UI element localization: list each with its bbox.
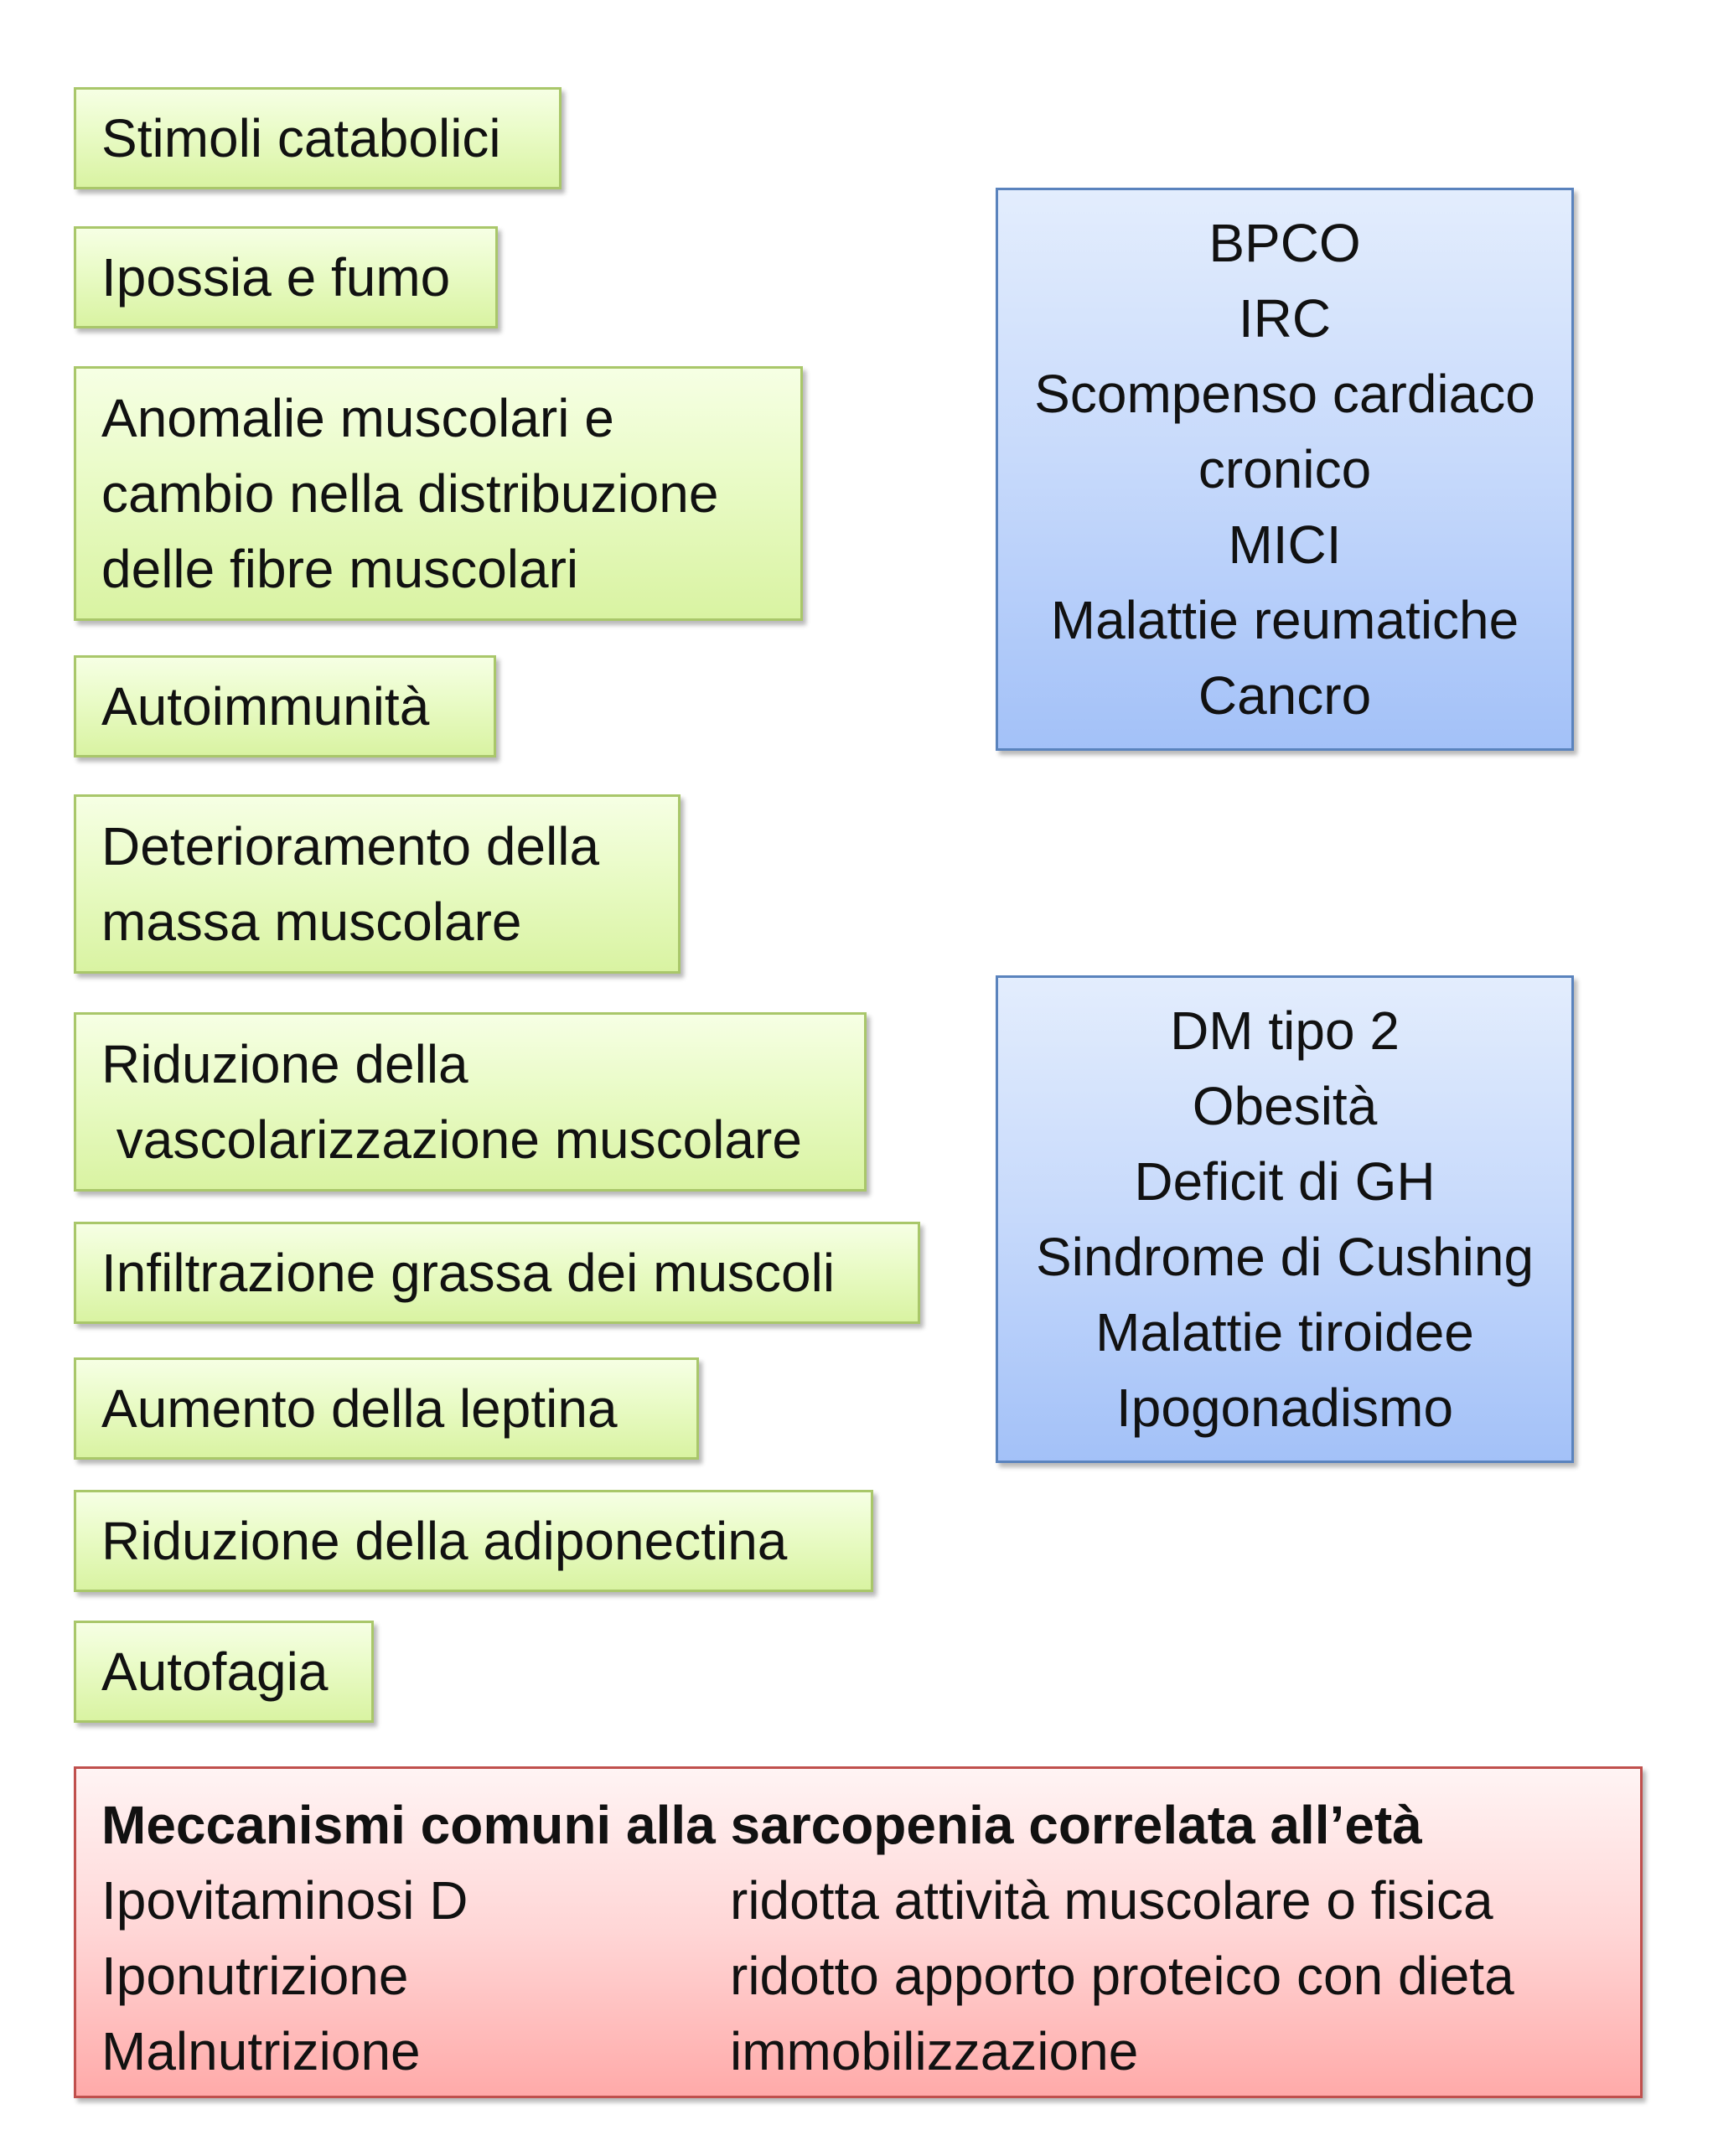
- factor-text: Autoimmunità: [101, 676, 430, 737]
- mechanism-right: immobilizzazione: [730, 2021, 1139, 2081]
- factor-text: Stimoli catabolici: [101, 108, 501, 168]
- disease-text: Sindrome di Cushing: [1035, 1227, 1534, 1287]
- factor-text: cambio nella distribuzione: [101, 463, 719, 524]
- factor-box-autoimmunita: Autoimmunità: [74, 655, 496, 757]
- factor-text: massa muscolare: [101, 892, 522, 952]
- disease-text: Malattie reumatiche: [1050, 590, 1519, 650]
- mechanism-left: Iponutrizione: [101, 1946, 409, 2006]
- mechanism-right: ridotta attività muscolare o fisica: [730, 1870, 1493, 1931]
- factor-text: delle fibre muscolari: [101, 539, 579, 599]
- factor-text: vascolarizzazione muscolare: [101, 1109, 802, 1170]
- disease-text: Obesità: [1192, 1076, 1378, 1136]
- factor-text: Riduzione della: [101, 1034, 468, 1094]
- common-mechanisms-box: Meccanismi comuni alla sarcopenia correl…: [74, 1766, 1643, 2098]
- disease-text: Deficit di GH: [1134, 1151, 1436, 1212]
- disease-box-chronic: BPCO IRC Scompenso cardiaco cronico MICI…: [996, 188, 1574, 751]
- disease-text: Cancro: [1198, 665, 1372, 726]
- factor-text: Aumento della leptina: [101, 1378, 618, 1439]
- disease-text: MICI: [1228, 514, 1342, 575]
- factor-box-deterioramento: Deterioramento della massa muscolare: [74, 794, 681, 974]
- disease-box-endocrine: DM tipo 2 Obesità Deficit di GH Sindrome…: [996, 975, 1574, 1463]
- factor-text: Deterioramento della: [101, 816, 600, 876]
- mechanism-row: Ipovitaminosi D ridotta attività muscola…: [101, 1863, 1615, 1938]
- factor-box-leptina: Aumento della leptina: [74, 1357, 699, 1460]
- disease-text: DM tipo 2: [1170, 1000, 1400, 1061]
- disease-text: IRC: [1238, 288, 1332, 349]
- mechanism-row: Iponutrizione ridotto apporto proteico c…: [101, 1938, 1615, 2014]
- disease-text: Malattie tiroidee: [1095, 1302, 1474, 1362]
- factor-text: Riduzione della adiponectina: [101, 1511, 788, 1571]
- disease-text: Scompenso cardiaco: [1034, 364, 1535, 424]
- disease-text: BPCO: [1208, 213, 1361, 273]
- disease-text: cronico: [1198, 439, 1372, 499]
- factor-box-stimoli-catabolici: Stimoli catabolici: [74, 87, 562, 189]
- factor-box-ipossia-fumo: Ipossia e fumo: [74, 226, 498, 328]
- factor-text: Ipossia e fumo: [101, 247, 451, 308]
- factor-box-infiltrazione-grassa: Infiltrazione grassa dei muscoli: [74, 1222, 920, 1324]
- factor-box-autofagia: Autofagia: [74, 1621, 374, 1723]
- mechanism-left: Malnutrizione: [101, 2021, 421, 2081]
- factor-text: Anomalie muscolari e: [101, 388, 614, 448]
- mechanism-right: ridotto apporto proteico con dieta: [730, 1946, 1514, 2006]
- common-mechanisms-title: Meccanismi comuni alla sarcopenia correl…: [101, 1795, 1422, 1855]
- factor-box-adiponectina: Riduzione della adiponectina: [74, 1490, 873, 1592]
- mechanism-row: Malnutrizione immobilizzazione: [101, 2014, 1615, 2089]
- factor-text: Infiltrazione grassa dei muscoli: [101, 1243, 836, 1303]
- factor-text: Autofagia: [101, 1642, 329, 1702]
- factor-box-anomalie-muscolari: Anomalie muscolari e cambio nella distri…: [74, 366, 803, 621]
- disease-text: Ipogonadismo: [1115, 1378, 1454, 1438]
- factor-box-vascolarizzazione: Riduzione della vascolarizzazione muscol…: [74, 1012, 867, 1192]
- mechanism-left: Ipovitaminosi D: [101, 1870, 468, 1931]
